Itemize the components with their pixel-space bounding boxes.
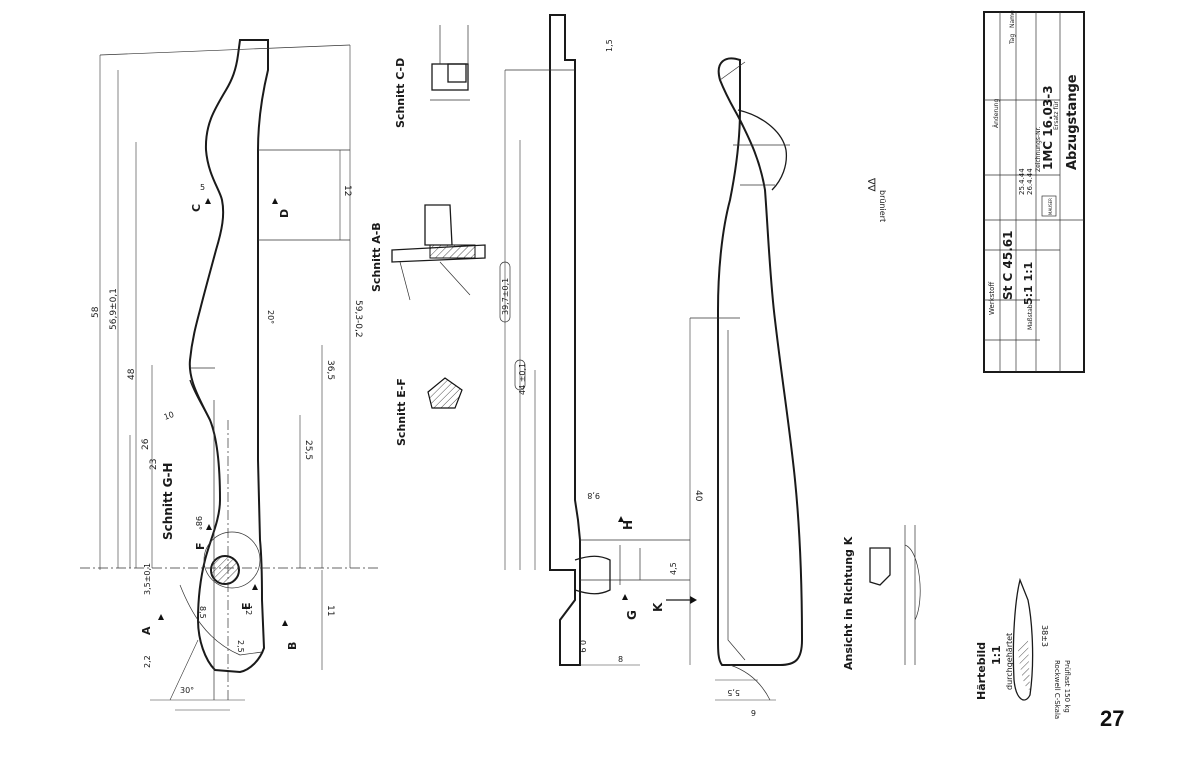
dim-58: 58 xyxy=(91,306,101,318)
dim-44: 44 ±0,1 xyxy=(518,363,527,395)
hardness-value: 38±3 xyxy=(1040,625,1049,647)
section-label-ab: Schnitt A-B xyxy=(370,222,383,292)
dim-25-5: 25,5 xyxy=(303,440,313,460)
view-k-label: Ansicht in Richtung K xyxy=(842,536,855,670)
hardness-spec-2: Prüflast 150 kg xyxy=(1063,660,1071,713)
marker-f: F xyxy=(194,542,207,550)
dim-26: 26 xyxy=(141,438,151,450)
dim-2-5: 2,5 xyxy=(236,640,245,653)
marker-c: C xyxy=(190,204,203,212)
marker-e: E xyxy=(240,602,253,610)
side-view-outline xyxy=(549,14,581,666)
dim-8: 8 xyxy=(618,655,623,664)
dim-40: 40 xyxy=(693,490,703,502)
part-outline xyxy=(188,39,269,674)
page-number: 27 xyxy=(1100,706,1125,731)
surface-finish: ∇∇ brüniert xyxy=(865,177,887,222)
dim-9-8: 9,8 xyxy=(587,491,600,500)
section-ef: Schnitt E-F xyxy=(395,377,463,446)
werkstoff-label: Werkstoff xyxy=(988,282,996,315)
pivot-boss xyxy=(203,531,261,589)
material: St C 45.61 xyxy=(1001,231,1015,301)
hardness-scale: 1:1 xyxy=(990,645,1003,665)
dim-12-b: 12 xyxy=(244,605,253,615)
dim-0-9: 0,9 xyxy=(578,640,587,653)
hardness-pattern: Härtebild 1:1 durchgehärtet 38±3 Rockwel… xyxy=(975,577,1071,719)
dim-36-5: 36,5 xyxy=(325,360,335,380)
dim-3-5: 3,5±0,1 xyxy=(143,563,152,595)
date-2: 26.4.44 xyxy=(1026,168,1034,195)
dim-5: 5 xyxy=(200,183,205,192)
tag-label: Tag xyxy=(1009,34,1016,45)
section-label-ef: Schnitt E-F xyxy=(395,378,408,446)
vertical-dimensions xyxy=(99,44,351,670)
section-ab: Schnitt A-B xyxy=(370,204,486,301)
zeichnungs-nr-label: Zeichnungs-Nr. xyxy=(1035,127,1042,172)
profile-view: 40 5,5 6 xyxy=(689,57,804,717)
profile-outline xyxy=(717,57,804,666)
marker-g: G xyxy=(625,610,639,620)
date-1: 25.4.44 xyxy=(1018,168,1026,195)
dim-1-5: 1,5 xyxy=(605,39,614,52)
dim-11: 11 xyxy=(325,605,335,616)
hardness-spec-1: Rockwell C-Skala xyxy=(1053,660,1061,719)
massstab-label: Maßstab xyxy=(1027,304,1034,330)
marker-b: B xyxy=(286,642,299,650)
dim-59-3: 59,3-0,2 xyxy=(353,300,363,338)
dim-23: 23 xyxy=(149,459,159,470)
dim-10: 10 xyxy=(163,410,176,422)
drawing-number: 1MC 16.03-3 xyxy=(1041,85,1055,170)
dim-2-2: 2,2 xyxy=(143,655,152,668)
dim-30deg: 30° xyxy=(180,686,194,695)
main-part-view: 58 56,9±0,1 48 26 23 3,5±0,1 2,2 10 59,3… xyxy=(80,39,380,711)
dim-39-7: 39,7±0,1 xyxy=(501,278,510,315)
scale: 5:1 1:1 xyxy=(1022,262,1035,305)
surface-note: brüniert xyxy=(878,190,887,222)
dim-20deg: 20° xyxy=(266,310,275,324)
hardness-note: durchgehärtet xyxy=(1005,633,1014,690)
dim-4-5: 4,5 xyxy=(669,562,678,575)
section-label-cd: Schnitt C-D xyxy=(394,58,407,128)
section-cd: Schnitt C-D xyxy=(394,25,470,128)
surface-symbol: ∇∇ xyxy=(865,177,876,192)
view-k: Ansicht in Richtung K xyxy=(842,525,921,670)
company-mark: MAUSER xyxy=(1048,198,1053,215)
ersatz-label: Ersatz für xyxy=(1053,101,1060,130)
section-label-gh: Schnitt G-H xyxy=(161,463,175,540)
marker-k: K xyxy=(651,602,665,612)
marker-a: A xyxy=(140,626,153,635)
marker-d: D xyxy=(278,209,291,218)
marker-h: H xyxy=(621,520,635,530)
drawing-title: Abzugstange xyxy=(1065,74,1080,170)
dim-5-5: 5,5 xyxy=(727,688,740,697)
aenderung-label: Änderung xyxy=(993,99,1000,128)
title-block: Werkstoff St C 45.61 5:1 1:1 Maßstab 1MC… xyxy=(983,10,1085,373)
side-view: 39,7±0,1 44 ±0,1 9,8 1,5 0,9 8 4,5 G H K xyxy=(499,14,697,666)
dim-6: 6 xyxy=(751,708,756,717)
dim-56-9: 56,9±0,1 xyxy=(109,288,119,330)
hardness-title: Härtebild xyxy=(975,642,988,700)
dim-98deg: 98° xyxy=(194,516,203,530)
dim-8-5: 8,5 xyxy=(198,606,207,619)
dim-48: 48 xyxy=(127,368,137,380)
name-label: Name xyxy=(1009,10,1016,28)
pivot-hole xyxy=(210,555,240,585)
dim-12: 12 xyxy=(342,185,352,196)
